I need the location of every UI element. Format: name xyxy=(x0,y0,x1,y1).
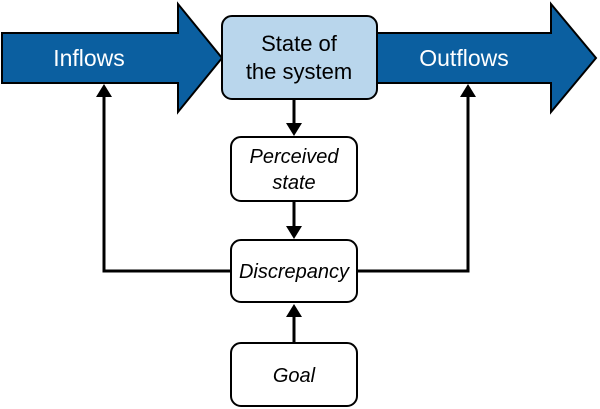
state-of-system-box xyxy=(221,15,378,100)
goal-label: Goal xyxy=(273,365,316,387)
inflows-arrow xyxy=(1,1,224,115)
feedback-to-inflows xyxy=(102,96,231,273)
goal-box xyxy=(230,342,358,407)
perceived-label-line1: Perceived xyxy=(250,146,340,168)
arrowhead-discrepancy-bottom xyxy=(286,304,302,317)
state-label-line2: the system xyxy=(246,59,352,84)
discrepancy-label: Discrepancy xyxy=(239,261,350,283)
feedback-to-outflows xyxy=(357,96,470,273)
outflows-label: Outflows xyxy=(419,45,508,71)
perceived-label-line2: state xyxy=(272,172,315,194)
arrowhead-discrepancy-top xyxy=(286,226,302,239)
arrowhead-inflows xyxy=(96,84,112,97)
inflows-label: Inflows xyxy=(53,45,125,71)
arrowhead-perceived xyxy=(286,123,302,136)
state-label-line1: State of xyxy=(261,31,338,56)
outflows-arrow xyxy=(376,1,598,115)
arrowhead-outflows xyxy=(460,84,476,97)
